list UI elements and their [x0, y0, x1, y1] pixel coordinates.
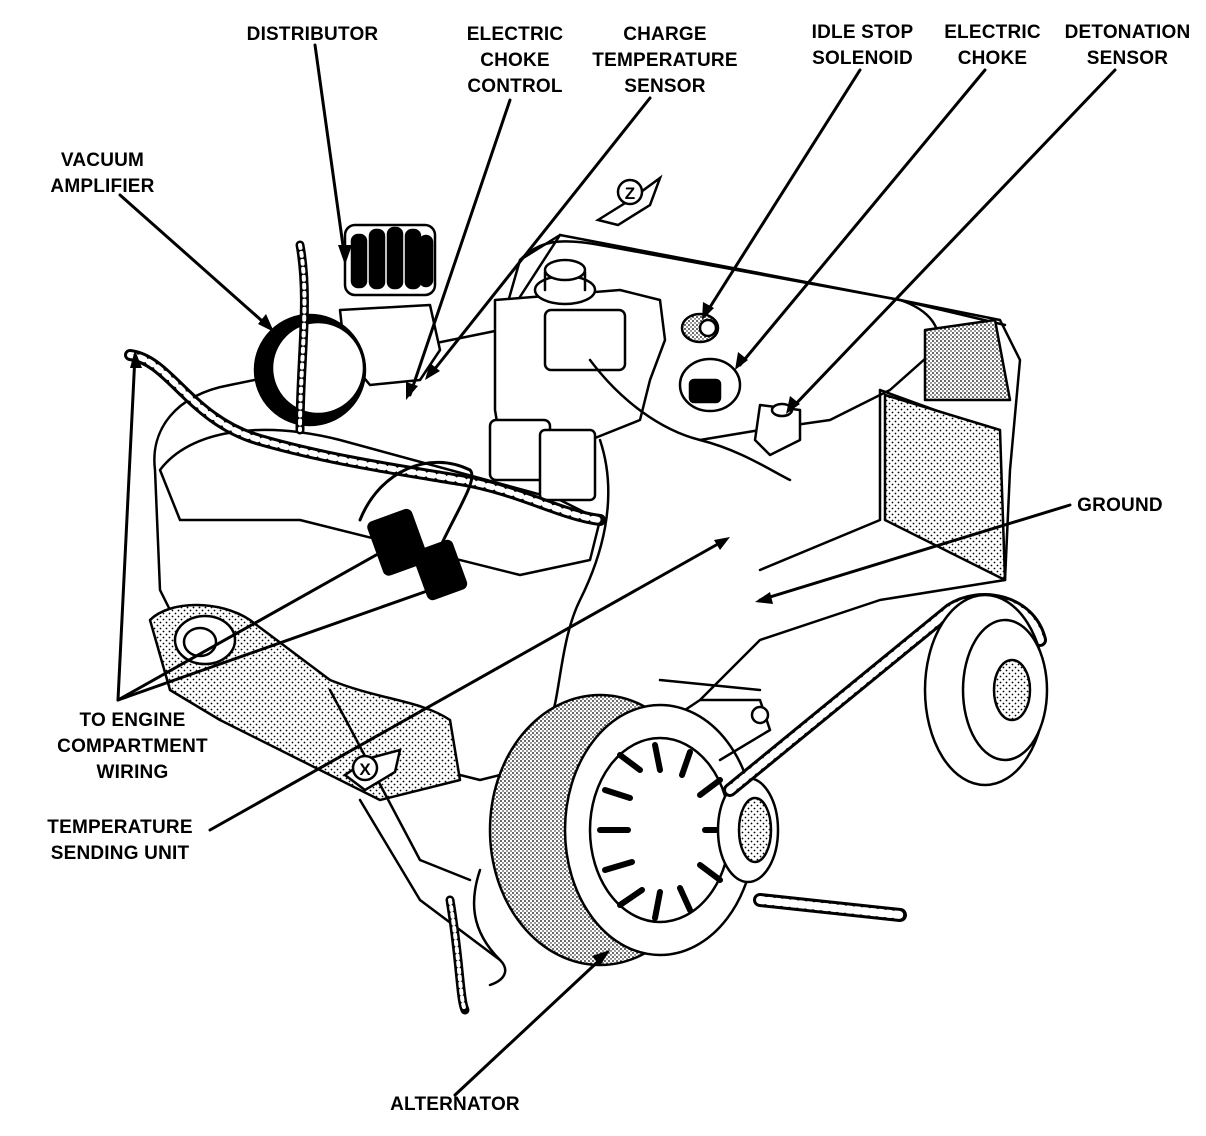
label-charge-temperature-sensor: CHARGE TEMPERATURE SENSOR — [592, 24, 738, 97]
view-marker-x — [342, 748, 402, 792]
leader-temperature-sending-unit — [208, 538, 727, 832]
connector-upper — [367, 508, 429, 576]
label-electric-choke: ELECTRIC CHOKE — [944, 22, 1041, 69]
leader-engine-wiring-a — [116, 353, 137, 702]
alternator — [488, 693, 780, 967]
leader-engine-wiring-c — [116, 588, 432, 702]
view-marker-x-label: X — [359, 760, 371, 779]
view-marker-z-label: Z — [625, 184, 635, 203]
leader-detonation-sensor — [788, 68, 1117, 412]
leader-idle-stop-solenoid — [703, 68, 862, 317]
label-idle-stop-solenoid: IDLE STOP SOLENOID — [811, 22, 914, 69]
label-vacuum-amplifier: VACUUM AMPLIFIER — [50, 150, 155, 197]
label-electric-choke-control: ELECTRIC CHOKE CONTROL — [466, 24, 564, 97]
label-detonation-sensor: DETONATION SENSOR — [1064, 22, 1191, 69]
leader-electric-choke-control — [408, 98, 512, 397]
leader-ground — [758, 503, 1072, 602]
leader-distributor — [313, 43, 347, 262]
label-ground: GROUND — [1077, 495, 1163, 516]
valve-cover-left — [158, 428, 602, 577]
label-to-engine-compartment-wiring: TO ENGINE COMPARTMENT WIRING — [57, 710, 208, 783]
label-temperature-sending-unit: TEMPERATURE SENDING UNIT — [47, 817, 193, 864]
label-distributor: DISTRIBUTOR — [246, 24, 379, 45]
leader-charge-temperature-sensor — [428, 96, 652, 377]
leader-alternator — [453, 953, 607, 1097]
label-alternator: ALTERNATOR — [390, 1094, 520, 1115]
detonation-sensor — [753, 403, 802, 457]
leader-vacuum-amplifier — [118, 193, 272, 330]
view-marker-z — [594, 174, 663, 227]
distributor-cap — [343, 223, 437, 297]
leader-electric-choke — [738, 68, 987, 367]
connector-lower — [412, 539, 468, 601]
leader-engine-wiring-b — [116, 548, 387, 702]
